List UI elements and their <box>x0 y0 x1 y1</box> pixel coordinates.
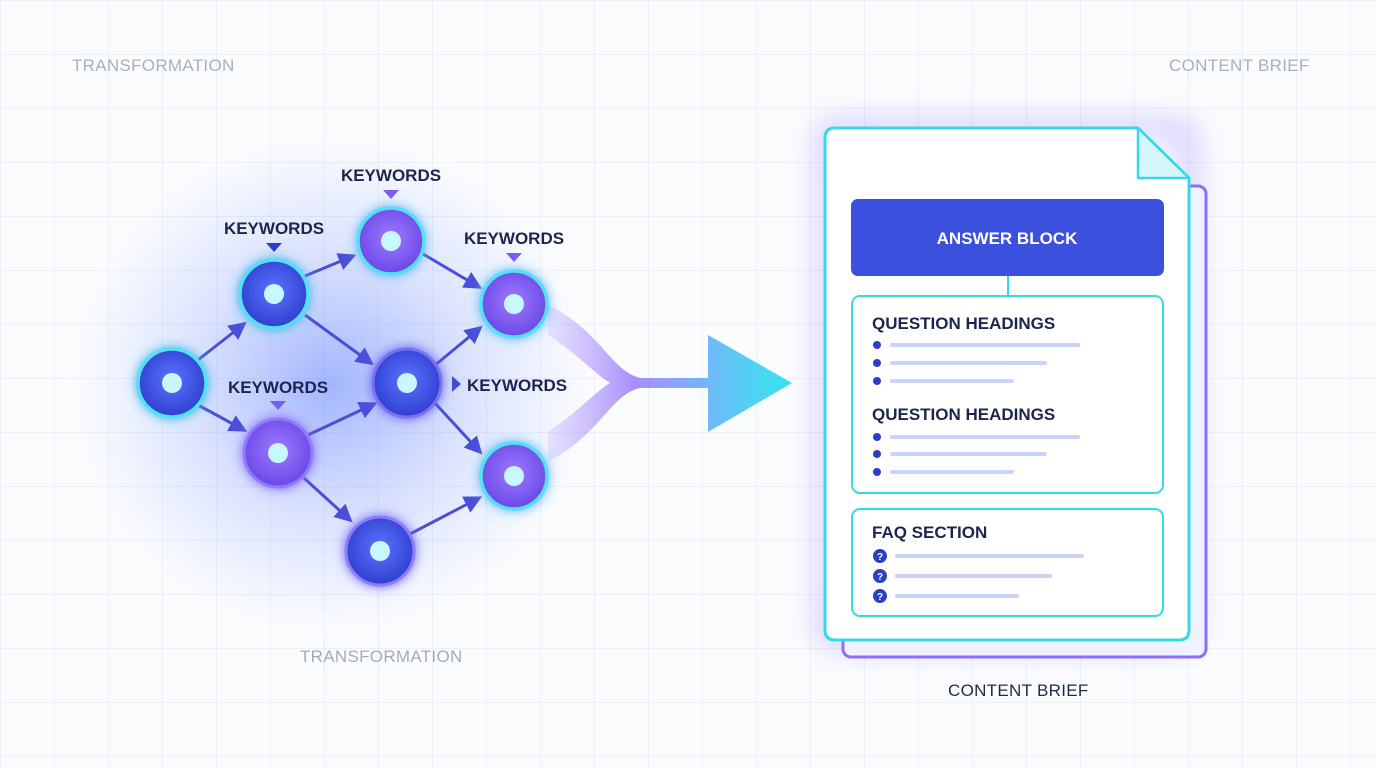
question-mark-icon <box>873 569 887 583</box>
edge <box>304 253 357 278</box>
node <box>479 269 549 339</box>
network-caption: TRANSFORMATION <box>300 647 463 666</box>
pointer-down-icon <box>266 243 282 252</box>
question-heading: QUESTION HEADINGS <box>872 314 1055 333</box>
keyword-label: KEYWORDS <box>464 229 564 248</box>
pointer-down-icon <box>383 190 399 199</box>
question-mark-icon <box>873 589 887 603</box>
keyword-label: KEYWORDS <box>467 376 567 395</box>
answer-block <box>851 199 1164 276</box>
node <box>238 258 310 330</box>
bullet-list <box>873 433 1080 476</box>
keyword-label: KEYWORDS <box>341 166 441 185</box>
answer-block-label: ANSWER BLOCK <box>937 229 1078 248</box>
faq-list: ? ? ? <box>873 549 1084 603</box>
pointer-right-icon <box>452 376 461 392</box>
edge <box>197 403 248 432</box>
edge <box>197 321 247 362</box>
faq-section-title: FAQ SECTION <box>872 523 987 542</box>
network-edges <box>197 252 483 536</box>
node <box>356 206 426 276</box>
node <box>136 347 208 419</box>
question-mark-glyph: ? <box>877 592 883 603</box>
edge <box>302 476 353 523</box>
pointer-down-icon <box>506 253 522 262</box>
faq-section-box <box>851 508 1164 617</box>
folded-corner <box>1136 126 1191 180</box>
node <box>242 417 314 489</box>
edge <box>307 401 378 437</box>
question-mark-glyph: ? <box>877 572 883 583</box>
node <box>479 441 549 511</box>
edge <box>409 496 483 536</box>
network-halo <box>70 135 590 635</box>
edge <box>422 252 483 289</box>
edge <box>432 400 483 455</box>
pointer-down-icon <box>270 401 286 410</box>
node <box>371 347 443 419</box>
top-left-label: TRANSFORMATION <box>72 56 235 75</box>
keyword-label: KEYWORDS <box>228 378 328 397</box>
transformation-flow-arrow <box>548 305 792 462</box>
question-mark-icon <box>873 549 887 563</box>
document-caption: CONTENT BRIEF <box>948 681 1089 700</box>
node <box>344 515 416 587</box>
question-heading: QUESTION HEADINGS <box>872 405 1055 424</box>
edge <box>304 313 374 366</box>
edge <box>433 325 483 368</box>
bullet-list <box>873 341 1080 385</box>
top-right-label: CONTENT BRIEF <box>1169 56 1310 75</box>
keyword-label: KEYWORDS <box>224 219 324 238</box>
question-mark-glyph: ? <box>877 552 883 563</box>
